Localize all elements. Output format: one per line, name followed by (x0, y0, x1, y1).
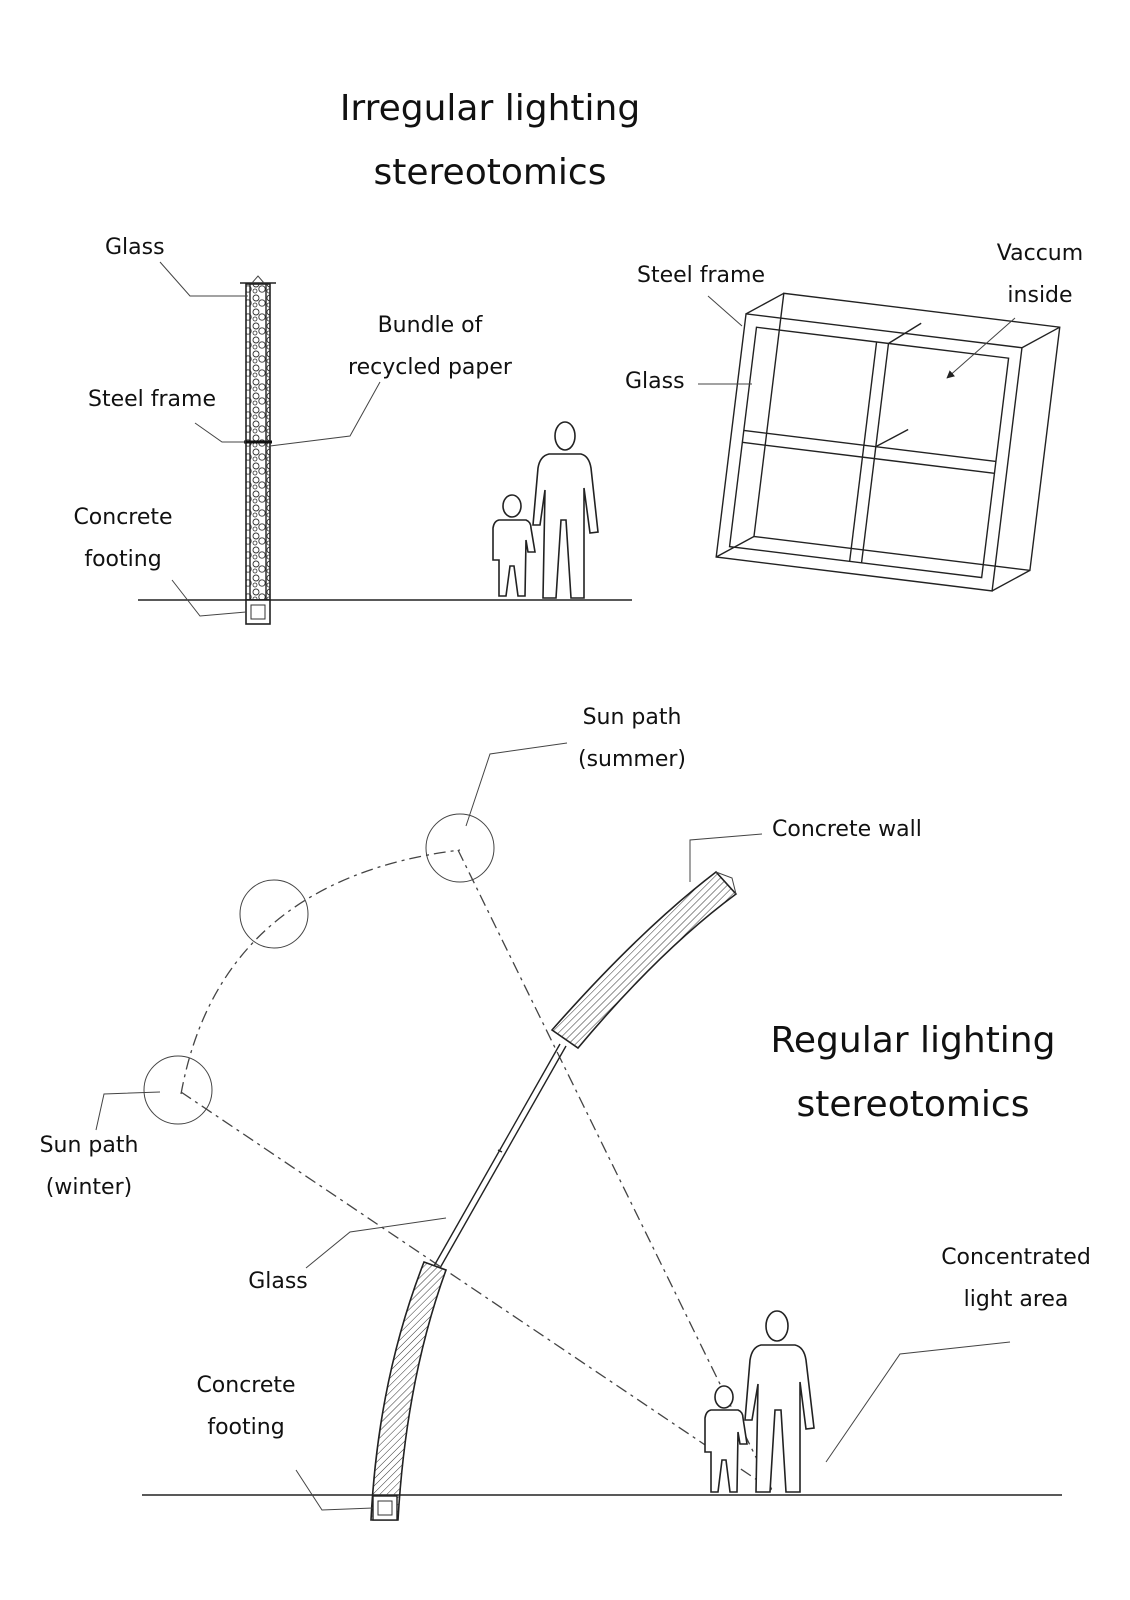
arrow-vacuum (946, 317, 1016, 379)
label-light-line1: Concentrated (941, 1245, 1091, 1270)
leader-bundle (269, 381, 381, 447)
label-winter-line1: Sun path (40, 1133, 139, 1158)
leader-glass-bottom (305, 1217, 447, 1269)
sun-path-arc (180, 849, 461, 1095)
label-footing-line1-bottom: Concrete (196, 1373, 295, 1398)
label-footing-line2-bottom: footing (207, 1415, 284, 1440)
lower-footing-block (372, 1495, 398, 1521)
leader-frame-steel (707, 295, 743, 327)
sun-ray-winter (180, 1091, 773, 1491)
label-glass-bottom: Glass (248, 1269, 308, 1294)
leader-concrete-wall (689, 833, 763, 882)
concrete-wall-upper (550, 870, 738, 1050)
paper-wall-section (240, 275, 276, 625)
sun-circle-winter (143, 1055, 213, 1125)
label-footing-line2: footing (84, 547, 161, 572)
label-footing-line1: Concrete (73, 505, 172, 530)
sun-circle-mid (239, 879, 309, 949)
label-concrete-wall: Concrete wall (772, 817, 922, 842)
leader-footing-bottom (295, 1469, 374, 1511)
label-light-line2: light area (964, 1287, 1069, 1312)
label-summer-line1: Sun path (583, 705, 682, 730)
sun-ray-summer (457, 849, 773, 1491)
steel-frame-box (715, 292, 1061, 592)
bottom-section: Regular lighting stereotomics (40, 705, 1091, 1521)
label-vacuum-line2: inside (1007, 283, 1072, 308)
bottom-title-line1: Regular lighting (771, 1020, 1056, 1061)
label-bundle-line1: Bundle of (378, 313, 484, 338)
label-summer-line2: (summer) (578, 747, 686, 772)
sun-circle-summer (425, 813, 495, 883)
label-frame-steel: Steel frame (637, 263, 765, 288)
human-figures-top (492, 421, 599, 599)
leader-light-area (825, 1341, 1011, 1463)
top-title-line1: Irregular lighting (340, 88, 640, 129)
concrete-footing-block (245, 599, 271, 625)
label-bundle-line2: recycled paper (348, 355, 513, 380)
leader-footing (171, 579, 247, 617)
label-winter-line2: (winter) (46, 1175, 132, 1200)
label-steel-frame: Steel frame (88, 387, 216, 412)
leader-steel-frame (194, 422, 246, 443)
concrete-wall-lower (370, 1260, 448, 1521)
bottom-title-line2: stereotomics (797, 1084, 1030, 1125)
human-figures-bottom (704, 1310, 815, 1493)
top-section: Irregular lighting stereotomics Glass St… (73, 88, 1083, 625)
label-frame-glass: Glass (625, 369, 685, 394)
leader-sun-winter (95, 1091, 161, 1131)
leader-sun-summer (465, 742, 568, 827)
label-vacuum-line1: Vaccum (997, 241, 1083, 266)
top-title-line2: stereotomics (374, 152, 607, 193)
label-glass: Glass (105, 235, 165, 260)
leader-glass (159, 261, 248, 297)
glass-strip (433, 1043, 567, 1269)
